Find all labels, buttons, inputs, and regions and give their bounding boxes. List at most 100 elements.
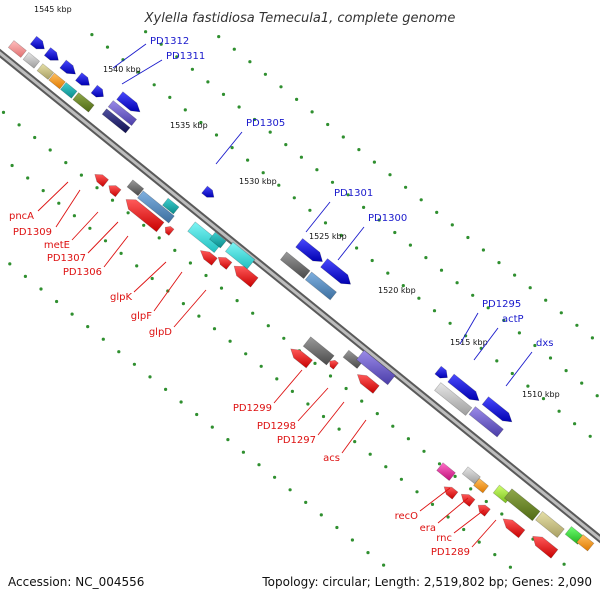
tick-dot (168, 95, 172, 99)
tick-dot (401, 284, 405, 288)
gene-arrow-forward (29, 35, 45, 50)
tick-dot (306, 402, 310, 406)
reverse-gene-label[interactable]: PD1298 (257, 421, 296, 432)
gene-box (126, 179, 145, 197)
tick-dot (544, 298, 548, 302)
gene-box (22, 51, 41, 69)
tick-dot (173, 248, 177, 252)
tick-dot (350, 538, 354, 542)
gene-arrow-reverse (502, 518, 526, 539)
tick-dot (17, 123, 21, 127)
forward-gene-label[interactable]: PD1312 (150, 36, 189, 47)
tick-dot (557, 409, 561, 413)
tick-dot (248, 60, 252, 64)
tick-dot (70, 312, 74, 316)
reverse-gene-label[interactable]: recO (395, 511, 419, 522)
tick-dot (230, 146, 234, 150)
reverse-gene-label[interactable]: acs (323, 453, 340, 464)
reverse-gene-label[interactable]: era (420, 523, 436, 534)
tick-dot (164, 387, 168, 391)
gene-box (503, 488, 541, 522)
reverse-gene-label[interactable]: PD1306 (63, 267, 102, 278)
reverse-gene-label[interactable]: PD1307 (47, 253, 86, 264)
tick-dot (266, 324, 270, 328)
gene-box (468, 406, 504, 438)
tick-dot (573, 422, 577, 426)
map-title: Xylella fastidiosa Temecula1, complete g… (144, 11, 456, 26)
tick-dot (190, 67, 194, 71)
tick-dot (132, 362, 136, 366)
tick-dot (330, 180, 335, 184)
tick-dot (175, 55, 179, 59)
tick-dot (241, 450, 245, 454)
tick-dot (399, 477, 403, 481)
forward-gene-label[interactable]: PD1311 (166, 51, 205, 62)
gene-arrow-reverse (199, 250, 218, 266)
gene-arrow-reverse (108, 185, 122, 198)
forward-gene-label[interactable]: dxs (536, 338, 553, 349)
forward-gene-label[interactable]: PD1300 (368, 213, 407, 224)
gene-arrow-reverse (290, 348, 313, 369)
tick-dot (355, 246, 359, 250)
tick-dot (88, 226, 92, 230)
reverse-gene-label[interactable]: PD1289 (431, 547, 470, 558)
leader-line (419, 487, 451, 512)
tick-dot (495, 359, 499, 363)
leader-line (153, 271, 183, 312)
gene-arrow-forward (116, 91, 141, 113)
gene-box (356, 349, 396, 386)
tick-dot (326, 122, 330, 127)
tick-dot (321, 414, 326, 419)
tick-dot (466, 235, 470, 240)
reverse-gene-label[interactable]: PD1299 (233, 403, 272, 414)
tick-dot (510, 371, 514, 376)
tick-dot (313, 361, 317, 365)
tick-dot (253, 117, 257, 122)
tick-dot (370, 258, 374, 263)
gene-arrow-forward (295, 238, 323, 262)
gene-arrow-reverse (532, 535, 559, 559)
tick-dot (33, 135, 37, 140)
tick-dot (382, 563, 386, 567)
reverse-gene-label[interactable]: glpK (110, 292, 132, 303)
genome-backbone (0, 48, 600, 544)
gene-box (60, 82, 78, 99)
tick-dot (419, 198, 423, 202)
gene-box (36, 63, 55, 80)
gene-box (101, 108, 131, 134)
reverse-gene-label[interactable]: PD1309 (13, 227, 52, 238)
leader-line (473, 327, 499, 361)
reverse-gene-label[interactable]: rnc (436, 533, 452, 544)
gene-box (535, 510, 565, 539)
reverse-gene-label[interactable]: pncA (9, 211, 34, 222)
tick-dot (261, 171, 265, 175)
tick-dot (64, 161, 68, 165)
forward-gene-label[interactable]: PD1301 (334, 188, 373, 199)
gene-arrow-reverse (443, 486, 459, 500)
gene-box (107, 100, 138, 127)
tick-dot (391, 424, 395, 428)
tick-dot (368, 452, 372, 456)
reverse-gene-label[interactable]: PD1297 (277, 435, 316, 446)
tick-dot (226, 438, 230, 442)
tick-dot (142, 223, 146, 227)
reverse-gene-label[interactable]: glpD (149, 327, 172, 338)
gene-arrow-forward (201, 185, 215, 198)
reverse-gene-label[interactable]: glpF (131, 311, 152, 322)
reverse-gene-label[interactable]: metE (44, 240, 70, 251)
forward-gene-label[interactable]: PD1305 (246, 118, 285, 129)
tick-dot (284, 143, 288, 147)
tick-dot (353, 440, 357, 444)
tick-dot (493, 553, 497, 557)
forward-gene-label[interactable]: PD1295 (482, 299, 521, 310)
tick-dot (346, 193, 350, 197)
tick-dot (26, 176, 30, 180)
leader-line (173, 289, 207, 328)
tick-dot (8, 262, 12, 266)
tick-label: 1510 kbp (522, 390, 560, 399)
tick-dot (101, 337, 105, 341)
forward-gene-label[interactable]: actP (502, 314, 524, 325)
tick-dot (481, 248, 485, 252)
tick-dot (559, 311, 563, 315)
tick-dot (455, 281, 459, 285)
